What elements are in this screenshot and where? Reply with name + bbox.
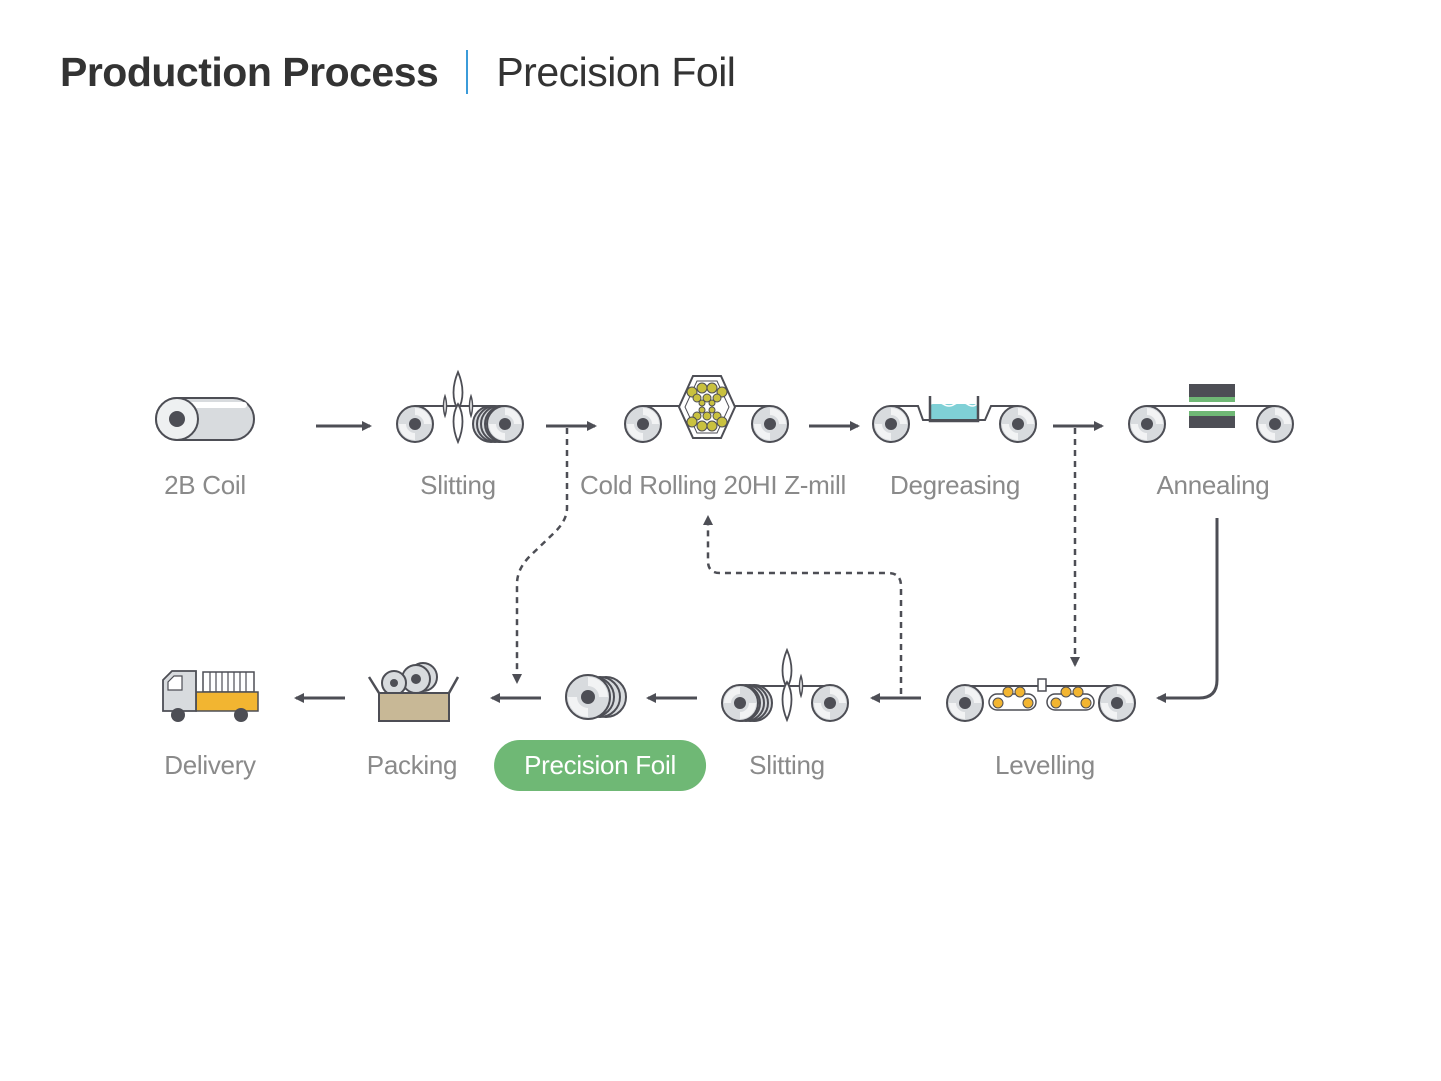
delivery-truck-icon — [162, 670, 259, 722]
arrow-annealing-to-levelling — [1156, 518, 1219, 703]
step-label-degreasing: Degreasing — [890, 470, 1020, 500]
page-title: Production Process — [60, 48, 439, 95]
step-label-cold-rolling: Cold Rolling 20HI Z-mill — [580, 470, 846, 500]
step-label-precision-foil: Precision Foil — [494, 740, 706, 791]
dashed-arrow-slitting-back-to-cold-rolling — [703, 515, 903, 694]
foil-roll-icon — [565, 674, 627, 720]
cold-rolling-icon — [624, 375, 789, 443]
step-label-levelling: Levelling — [995, 750, 1095, 780]
step-label-slitting: Slitting — [749, 750, 825, 780]
title-divider — [466, 50, 469, 94]
step-label-delivery: Delivery — [164, 750, 256, 780]
packing-box-icon — [367, 662, 460, 722]
page-subtitle: Precision Foil — [496, 48, 736, 95]
degreasing-icon — [872, 396, 1037, 443]
dashed-arrow-slitting-to-precision-foil — [512, 428, 569, 684]
annealing-icon — [1128, 384, 1294, 443]
step-label-coil: 2B Coil — [164, 470, 246, 500]
slitting-icon — [722, 647, 849, 723]
step-label-slitting: Slitting — [420, 470, 496, 500]
step-label-packing: Packing — [366, 750, 458, 780]
page-header: Production Process Precision Foil — [60, 44, 736, 100]
dashed-bypass-arrows — [512, 428, 1080, 694]
flow-arrows — [294, 421, 1219, 703]
slitting-icon — [396, 369, 523, 445]
coil-icon — [155, 397, 255, 441]
step-label-annealing: Annealing — [1156, 470, 1270, 500]
levelling-icon — [946, 678, 1136, 722]
